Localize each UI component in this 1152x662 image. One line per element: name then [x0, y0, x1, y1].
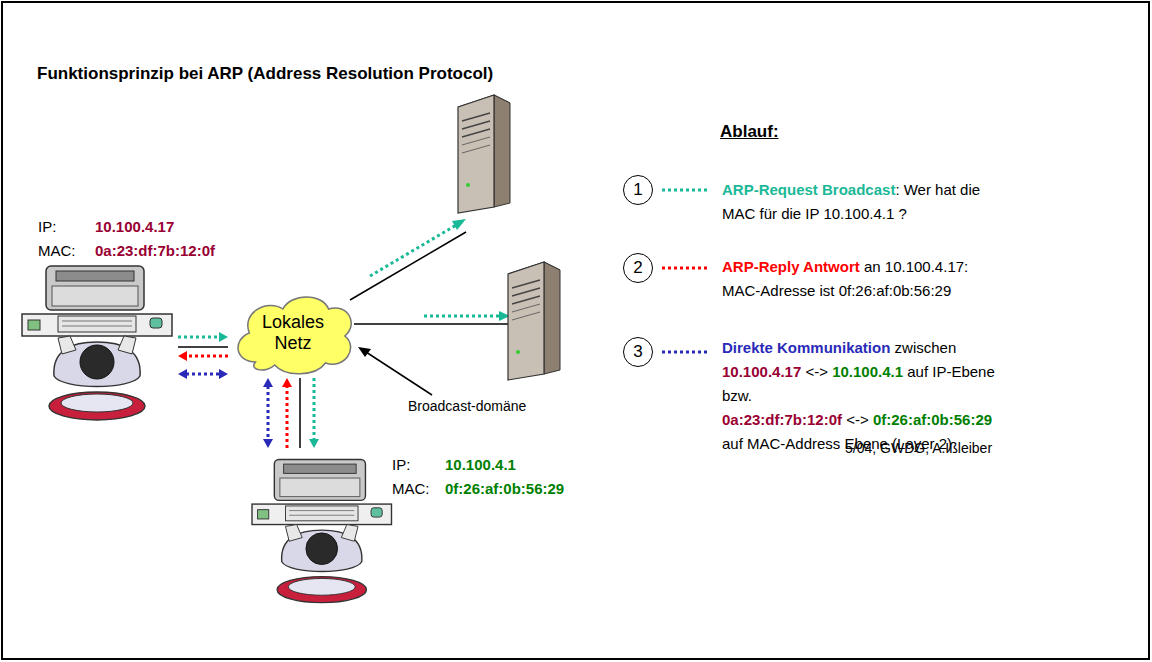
- illustration-part: [458, 95, 510, 213]
- illustration-part: [662, 351, 708, 354]
- cloud-label: Lokales Netz: [248, 312, 338, 354]
- illustration-part: [358, 347, 371, 357]
- connector: [282, 378, 292, 448]
- callout-number: 2: [633, 258, 642, 278]
- illustration-part: [252, 459, 392, 602]
- illustration-part: [350, 232, 466, 300]
- address-value: 10.100.4.1: [445, 456, 516, 473]
- connector-line: [178, 336, 220, 339]
- step-text-part: ARP-Request Broadcast: [722, 181, 895, 198]
- illustration-part: [424, 315, 500, 318]
- illustration-part: [366, 352, 432, 395]
- step-text-part: ARP-Reply Antwort: [722, 258, 860, 275]
- step-text-part: <->: [846, 411, 869, 428]
- connector: [178, 351, 228, 361]
- field-label: MAC:: [392, 480, 430, 497]
- step-text-part: 0f:26:af:0b:56:29: [873, 411, 992, 428]
- arrowhead: [282, 378, 292, 387]
- legend-lines: [662, 190, 708, 352]
- field-label: IP:: [392, 456, 410, 473]
- section-heading: Ablauf:: [720, 122, 779, 142]
- connector-line: [299, 378, 301, 448]
- illustration-part: [662, 267, 708, 270]
- step-text-part: zwischen: [895, 339, 957, 356]
- connector-line: [267, 386, 270, 440]
- callout-number: 1: [633, 180, 642, 200]
- step-text-part: 10.100.4.1: [832, 363, 903, 380]
- callout-circle: 1: [623, 175, 653, 205]
- connector: [178, 347, 228, 348]
- step-text: Direkte Kommunikation zwischen 10.100.4.17…: [722, 336, 1052, 456]
- callout-number: 3: [633, 342, 642, 362]
- illustration-part: [252, 459, 392, 602]
- connector-line: [186, 373, 220, 376]
- callout-circle: 3: [623, 337, 653, 367]
- connector-line: [313, 378, 316, 440]
- step-text-part: 0a:23:df:7b:12:0f: [722, 411, 842, 428]
- address-value: 0a:23:df:7b:12:0f: [95, 242, 215, 259]
- arrowhead: [178, 369, 187, 379]
- workstation-node: IP:10.100.4.1MAC:0f:26:af:0b:56:29: [252, 450, 390, 610]
- address-value: 10.100.4.17: [95, 218, 174, 235]
- leader-arrow: [358, 347, 432, 395]
- arrowhead: [219, 332, 228, 342]
- step-text: ARP-Reply Antwortan 10.100.4.17: MAC-Adr…: [722, 255, 992, 303]
- arrowhead: [263, 378, 273, 387]
- illustration-part: [354, 323, 512, 325]
- step-text: ARP-Request Broadcast: Wer hat die MAC f…: [722, 178, 1007, 226]
- illustration-part: [662, 189, 708, 192]
- arrowhead: [178, 351, 187, 361]
- server-links: [350, 219, 512, 324]
- illustration-part: [22, 266, 172, 420]
- connector: [178, 332, 228, 342]
- illustration-part: [370, 224, 458, 276]
- field-label: MAC:: [38, 242, 76, 259]
- diagram-title: Funktionsprinzip bei ARP (Address Resolu…: [37, 64, 493, 84]
- credit-note: 5/04, GWDG, A.Ißleiber: [845, 440, 992, 456]
- cloud-node: Lokales Netz: [230, 290, 356, 376]
- step-text-part: 10.100.4.17: [722, 363, 801, 380]
- step-text-part: Direkte Kommunikation: [722, 339, 890, 356]
- connector: [309, 378, 319, 448]
- arrowhead: [309, 439, 319, 448]
- connector: [300, 378, 301, 448]
- arrowhead: [263, 439, 273, 448]
- step-text-part: auf IP-Ebene: [907, 363, 995, 380]
- step-text-part: bzw.: [722, 387, 752, 404]
- callout-circle: 2: [623, 253, 653, 283]
- connector-line: [286, 386, 289, 448]
- region-label: Broadcast-domäne: [408, 398, 526, 414]
- step-text-part: <->: [805, 363, 828, 380]
- arrowhead: [219, 369, 228, 379]
- connector-line: [178, 346, 228, 348]
- connector-line: [186, 355, 228, 358]
- illustration-part: [452, 219, 466, 230]
- connector: [263, 378, 273, 448]
- field-label: IP:: [38, 218, 56, 235]
- connector: [178, 369, 228, 379]
- illustration-part: [508, 262, 560, 380]
- address-value: 0f:26:af:0b:56:29: [445, 480, 564, 497]
- cloud-outline: [238, 297, 351, 374]
- workstation-node: IP:10.100.4.17MAC:0a:23:df:7b:12:0f: [20, 256, 176, 421]
